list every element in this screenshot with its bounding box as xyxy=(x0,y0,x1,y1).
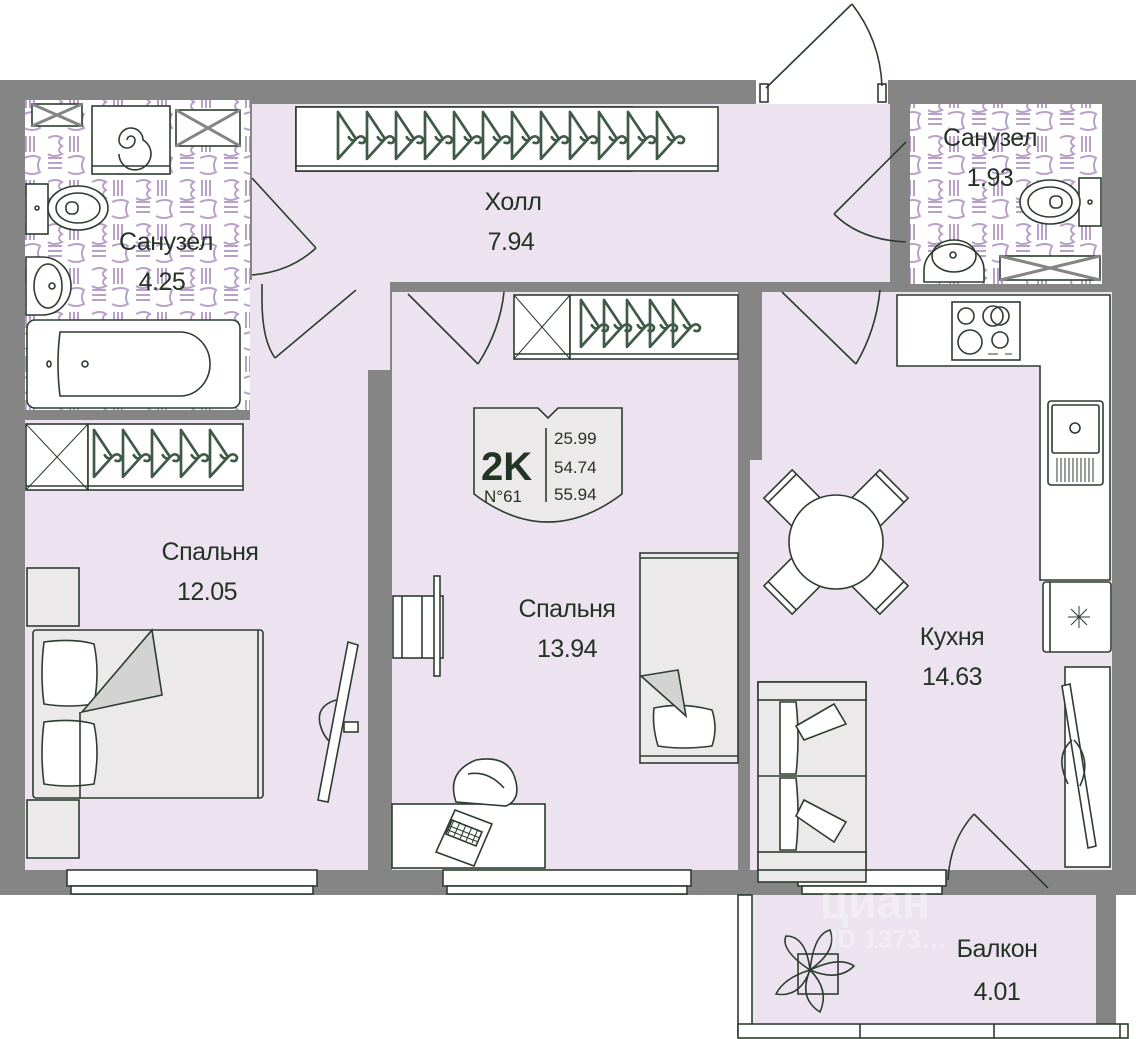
sofa-icon xyxy=(757,681,867,883)
apartment-number: N°61 xyxy=(484,487,522,506)
sink-icon xyxy=(1047,400,1104,486)
room-name: Холл xyxy=(485,188,542,216)
single-bed-icon xyxy=(639,552,739,764)
bed-icon xyxy=(32,628,264,799)
nightstand-icon xyxy=(26,567,80,627)
bathtub-icon xyxy=(26,319,241,409)
tv-icon xyxy=(317,640,359,803)
sink-icon xyxy=(923,239,985,283)
room-label-hall: Холл 7.94 xyxy=(485,188,542,256)
window-icon xyxy=(66,869,318,895)
room-area: 12.05 xyxy=(177,578,237,606)
toilet-icon xyxy=(25,183,109,235)
kitchen-counter-icon xyxy=(896,294,1111,581)
apartment-type: 2K xyxy=(481,445,532,489)
room-label-bedroom-2: Спальня 13.94 xyxy=(519,595,616,663)
room-label-bathroom-2: Санузел 1.93 xyxy=(943,124,1037,192)
room-label-bathroom-1: Санузел 4.25 xyxy=(119,228,213,296)
fridge-icon xyxy=(1042,581,1112,653)
room-name: Балкон xyxy=(957,935,1038,963)
room-area: 13.94 xyxy=(537,635,598,663)
room-name: Санузел xyxy=(943,124,1037,152)
door-icon[interactable] xyxy=(947,813,1049,889)
door-icon[interactable] xyxy=(833,141,907,243)
storage-box-icon xyxy=(999,254,1101,282)
wardrobe-icon xyxy=(295,106,719,172)
plant-icon xyxy=(774,929,856,1014)
room-name: Санузел xyxy=(119,228,213,256)
living-area: 25.99 xyxy=(554,429,597,448)
stove-icon xyxy=(951,301,1021,361)
room-area: 4.01 xyxy=(974,978,1021,1006)
window-icon xyxy=(442,869,692,895)
balcony-rail-left xyxy=(737,894,753,1036)
watermark-brand: циан xyxy=(820,876,930,928)
room-label-balcony: Балкон 4.01 xyxy=(957,935,1038,1006)
door-icon[interactable] xyxy=(261,284,357,359)
door-icon[interactable] xyxy=(407,291,505,365)
toilet-icon xyxy=(1019,177,1102,227)
balcony-rail-bottom xyxy=(737,1023,1129,1039)
washing-machine-icon xyxy=(91,105,171,175)
storage-box-icon xyxy=(31,102,83,128)
room-label-bedroom-1: Спальня 12.05 xyxy=(162,538,259,606)
door-icon[interactable] xyxy=(251,177,317,276)
room-name: Спальня xyxy=(162,538,259,566)
room-area: 7.94 xyxy=(488,228,535,256)
total-area: 54.74 xyxy=(554,458,597,477)
tv-icon xyxy=(1061,666,1111,868)
watermark-id: ID 1373… xyxy=(830,924,947,954)
room-label-kitchen: Кухня 14.63 xyxy=(920,623,985,691)
desk-chair-icon xyxy=(452,758,518,807)
apartment-badge: 2K N°61 25.99 54.74 55.94 xyxy=(473,407,623,523)
door-icon[interactable] xyxy=(781,289,881,365)
laptop-icon xyxy=(434,808,494,868)
wardrobe-icon xyxy=(25,423,244,491)
dining-table-icon xyxy=(762,468,910,616)
room-area: 4.25 xyxy=(139,268,186,296)
room-area: 14.63 xyxy=(922,663,982,691)
door-icon[interactable] xyxy=(759,3,887,103)
total-area-with-balcony: 55.94 xyxy=(554,485,597,504)
nightstand-icon xyxy=(26,799,80,859)
room-name: Кухня xyxy=(920,623,984,651)
storage-box-icon xyxy=(175,108,241,148)
sink-icon xyxy=(25,256,72,316)
wardrobe-icon xyxy=(513,294,739,360)
watermark: циан ID 1373… xyxy=(820,876,947,954)
room-name: Спальня xyxy=(519,595,616,623)
chair-icon xyxy=(392,575,444,677)
room-area: 1.93 xyxy=(967,164,1014,192)
